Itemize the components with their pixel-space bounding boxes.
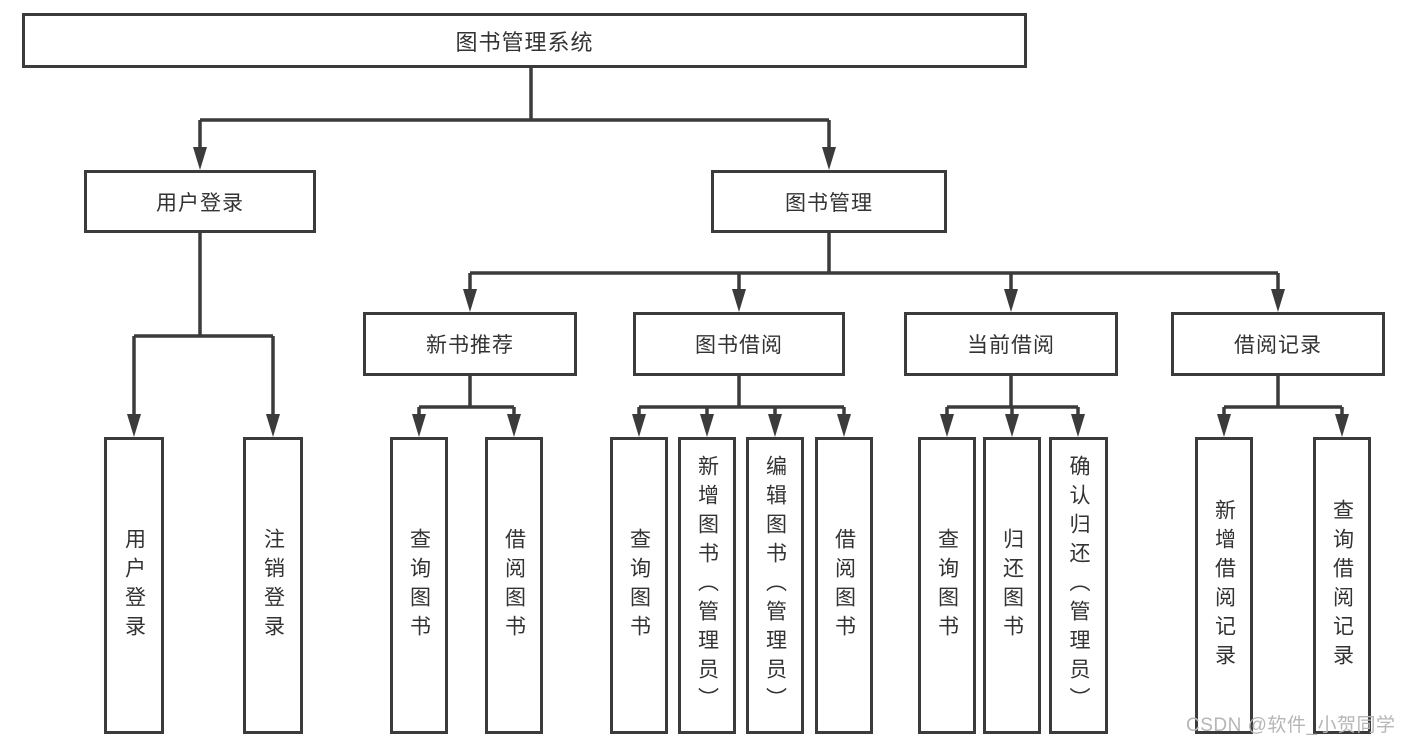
leaf-label: 借阅图书	[832, 527, 856, 644]
node-book-management: 图书管理	[711, 170, 947, 233]
leaf-label: 确认归还（管理员）	[1067, 455, 1090, 716]
leaf-label: 借阅图书	[502, 527, 526, 644]
leaf-user-login: 用户登录	[104, 437, 164, 734]
connector-lines	[132, 68, 1344, 416]
leaf-borrow-books-2: 借阅图书	[815, 437, 873, 734]
leaf-query-borrow-record: 查询借阅记录	[1313, 437, 1371, 734]
node-book-borrowing: 图书借阅	[633, 312, 845, 376]
leaf-label: 新增图书（管理员）	[695, 455, 719, 716]
arrowheads	[127, 147, 1349, 437]
leaf-label: 查询图书	[407, 527, 431, 644]
leaf-label: 查询图书	[935, 527, 959, 644]
node-borrowing-records: 借阅记录	[1171, 312, 1385, 376]
leaf-add-borrow-record: 新增借阅记录	[1195, 437, 1253, 734]
leaf-query-books-3: 查询图书	[918, 437, 976, 734]
leaf-label: 编辑图书（管理员）	[763, 455, 787, 716]
leaf-return-books: 归还图书	[983, 437, 1041, 734]
leaf-label: 查询借阅记录	[1330, 498, 1354, 673]
leaf-confirm-return-admin: 确认归还（管理员）	[1049, 437, 1108, 734]
leaf-borrow-books-1: 借阅图书	[485, 437, 543, 734]
csdn-watermark: CSDN @软件_小贺同学	[1186, 715, 1396, 736]
node-user-login: 用户登录	[84, 170, 316, 233]
leaf-label: 归还图书	[1000, 527, 1024, 644]
node-current-borrowing: 当前借阅	[904, 312, 1118, 376]
leaf-query-books-2: 查询图书	[610, 437, 668, 734]
leaf-label: 新增借阅记录	[1212, 498, 1236, 673]
leaf-label: 注销登录	[261, 527, 285, 644]
leaf-label: 查询图书	[627, 527, 651, 644]
leaf-edit-books-admin: 编辑图书（管理员）	[746, 437, 804, 734]
leaf-label: 用户登录	[122, 527, 146, 644]
leaf-logout: 注销登录	[243, 437, 303, 734]
node-library-management-system: 图书管理系统	[22, 13, 1027, 68]
node-new-book-recommendation: 新书推荐	[363, 312, 577, 376]
leaf-query-books-1: 查询图书	[390, 437, 448, 734]
leaf-add-books-admin: 新增图书（管理员）	[678, 437, 736, 734]
